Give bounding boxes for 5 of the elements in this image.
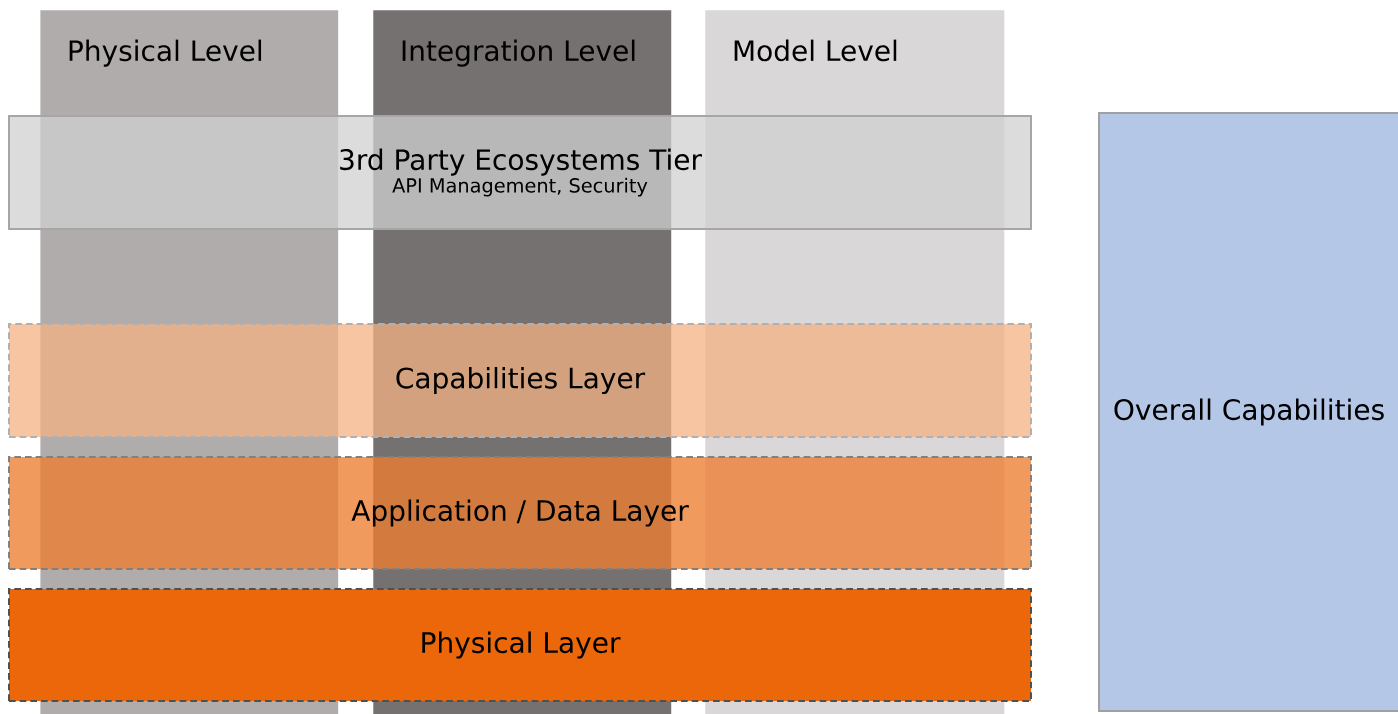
layer-band: 3rd Party Ecosystems Tier API Management, Security [8, 115, 1032, 230]
side-panel: Overall Capabilities [1098, 112, 1398, 712]
layer-band: Physical Layer [8, 588, 1032, 702]
layer-band: Capabilities Layer [8, 323, 1032, 438]
layer-band: Application / Data Layer [8, 456, 1032, 570]
